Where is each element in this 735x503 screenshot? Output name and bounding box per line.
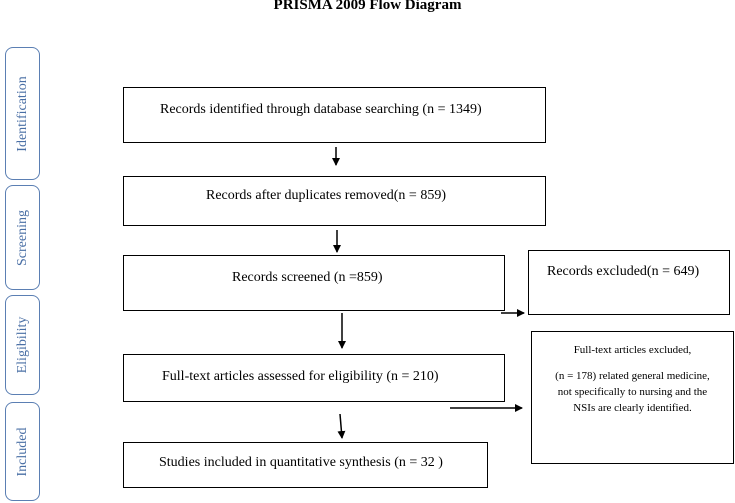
phase-included: Included <box>5 402 40 501</box>
duplicates-removed-text: Records after duplicates removed(n = 859… <box>206 188 446 203</box>
duplicates-removed-box: Records after duplicates removed(n = 859… <box>123 176 546 226</box>
fulltext-excluded-line2: not specifically to nursing and the <box>557 386 708 398</box>
fulltext-excluded-box: Full-text articles excluded, (n = 178) r… <box>531 331 734 464</box>
fulltext-assessed-text: Full-text articles assessed for eligibil… <box>162 369 439 384</box>
fulltext-assessed-box: Full-text articles assessed for eligibil… <box>123 354 505 402</box>
fulltext-excluded-title: Full-text articles excluded, <box>573 344 692 356</box>
diagram-title: PRISMA 2009 Flow Diagram <box>273 0 462 13</box>
screened-box: Records screened (n =859) <box>123 255 505 311</box>
screened-text: Records screened (n =859) <box>232 270 383 285</box>
phase-screening: Screening <box>5 185 40 290</box>
excluded-box: Records excluded(n = 649) <box>528 250 730 315</box>
excluded-text: Records excluded(n = 649) <box>547 264 700 279</box>
included-text: Studies included in quantitative synthes… <box>159 455 443 470</box>
identified-box: Records identified through database sear… <box>123 87 546 143</box>
fulltext-excluded-line1: (n = 178) related general medicine, <box>555 370 710 382</box>
phase-identification: Identification <box>5 47 40 180</box>
identified-text: Records identified through database sear… <box>160 102 482 117</box>
included-box: Studies included in quantitative synthes… <box>123 442 488 488</box>
phase-eligibility: Eligibility <box>5 295 40 395</box>
fulltext-excluded-line3: NSIs are clearly identified. <box>573 402 692 414</box>
arrow-fulltext-to-included <box>337 413 346 439</box>
